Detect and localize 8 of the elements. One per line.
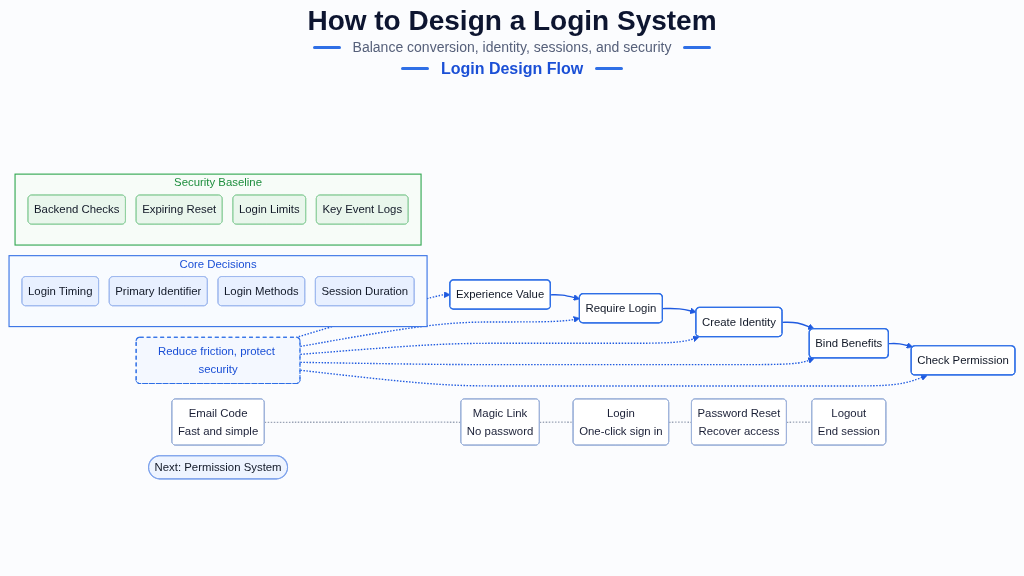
connector — [786, 421, 813, 424]
connector — [263, 421, 462, 424]
section-heading: Login Design Flow — [440, 59, 584, 79]
arrow — [888, 342, 914, 349]
subtitle: Balance conversion, identity, sessions, and security — [352, 38, 672, 57]
arrow — [662, 307, 697, 315]
title: How to Design a Login System — [307, 4, 717, 37]
connector — [539, 421, 575, 424]
